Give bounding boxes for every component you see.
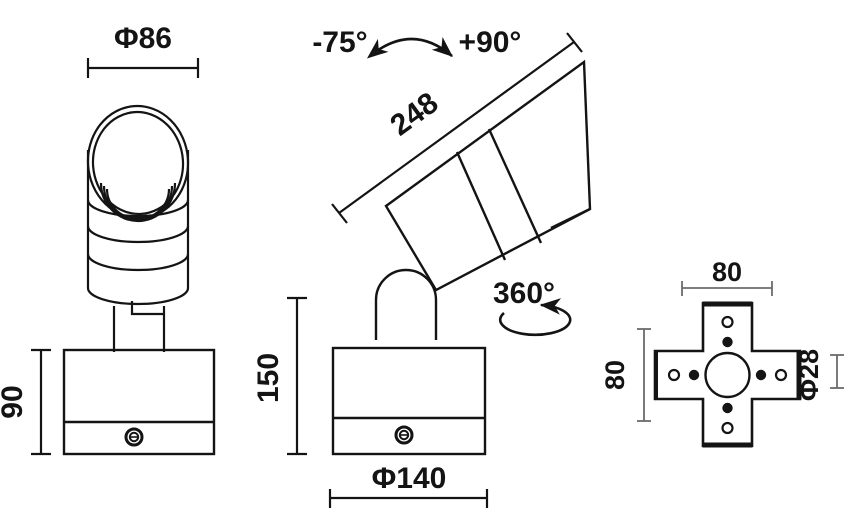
label-rotation: 360° <box>493 277 555 310</box>
base-screw-icon <box>124 427 144 447</box>
label-base-height: 90 <box>0 385 29 418</box>
label-tilt-max: +90° <box>459 26 522 59</box>
dim-base-height <box>31 348 51 456</box>
dim-center-hole <box>830 354 844 389</box>
side-base-screw-icon <box>394 425 414 445</box>
lamp-neck <box>112 301 166 352</box>
label-top-diameter: Φ86 <box>114 22 172 55</box>
plan-view <box>637 281 844 448</box>
dim-total-height <box>287 296 307 456</box>
lamp-head-aperture <box>86 104 190 223</box>
dim-top-diameter <box>86 58 200 78</box>
label-total-height: 150 <box>252 353 285 403</box>
dim-plate-height <box>637 328 651 422</box>
side-lamp-base <box>331 346 487 456</box>
lamp-base <box>62 348 216 456</box>
tilt-arc-arrow <box>366 37 453 59</box>
dim-plate-width <box>681 281 773 296</box>
mounting-holes-open <box>667 315 788 435</box>
rotation-loop-arrow <box>498 298 572 337</box>
lamp-head-barrel <box>86 150 190 306</box>
front-view <box>31 58 216 456</box>
label-tilt-min: -75° <box>312 26 367 59</box>
dim-base-diameter <box>328 489 489 508</box>
center-hole <box>704 351 751 399</box>
label-plate-width: 80 <box>712 257 742 287</box>
label-plate-height: 80 <box>600 360 630 390</box>
label-center-hole: Φ28 <box>794 349 824 401</box>
mounting-holes-filled <box>688 336 767 414</box>
tilted-lamp-body <box>384 59 592 292</box>
dim-body-length <box>331 32 583 224</box>
side-view <box>287 32 592 508</box>
label-body-length: 248 <box>384 86 444 142</box>
lamp-neck-arch <box>374 268 438 340</box>
label-base-diameter: Φ140 <box>372 462 447 495</box>
